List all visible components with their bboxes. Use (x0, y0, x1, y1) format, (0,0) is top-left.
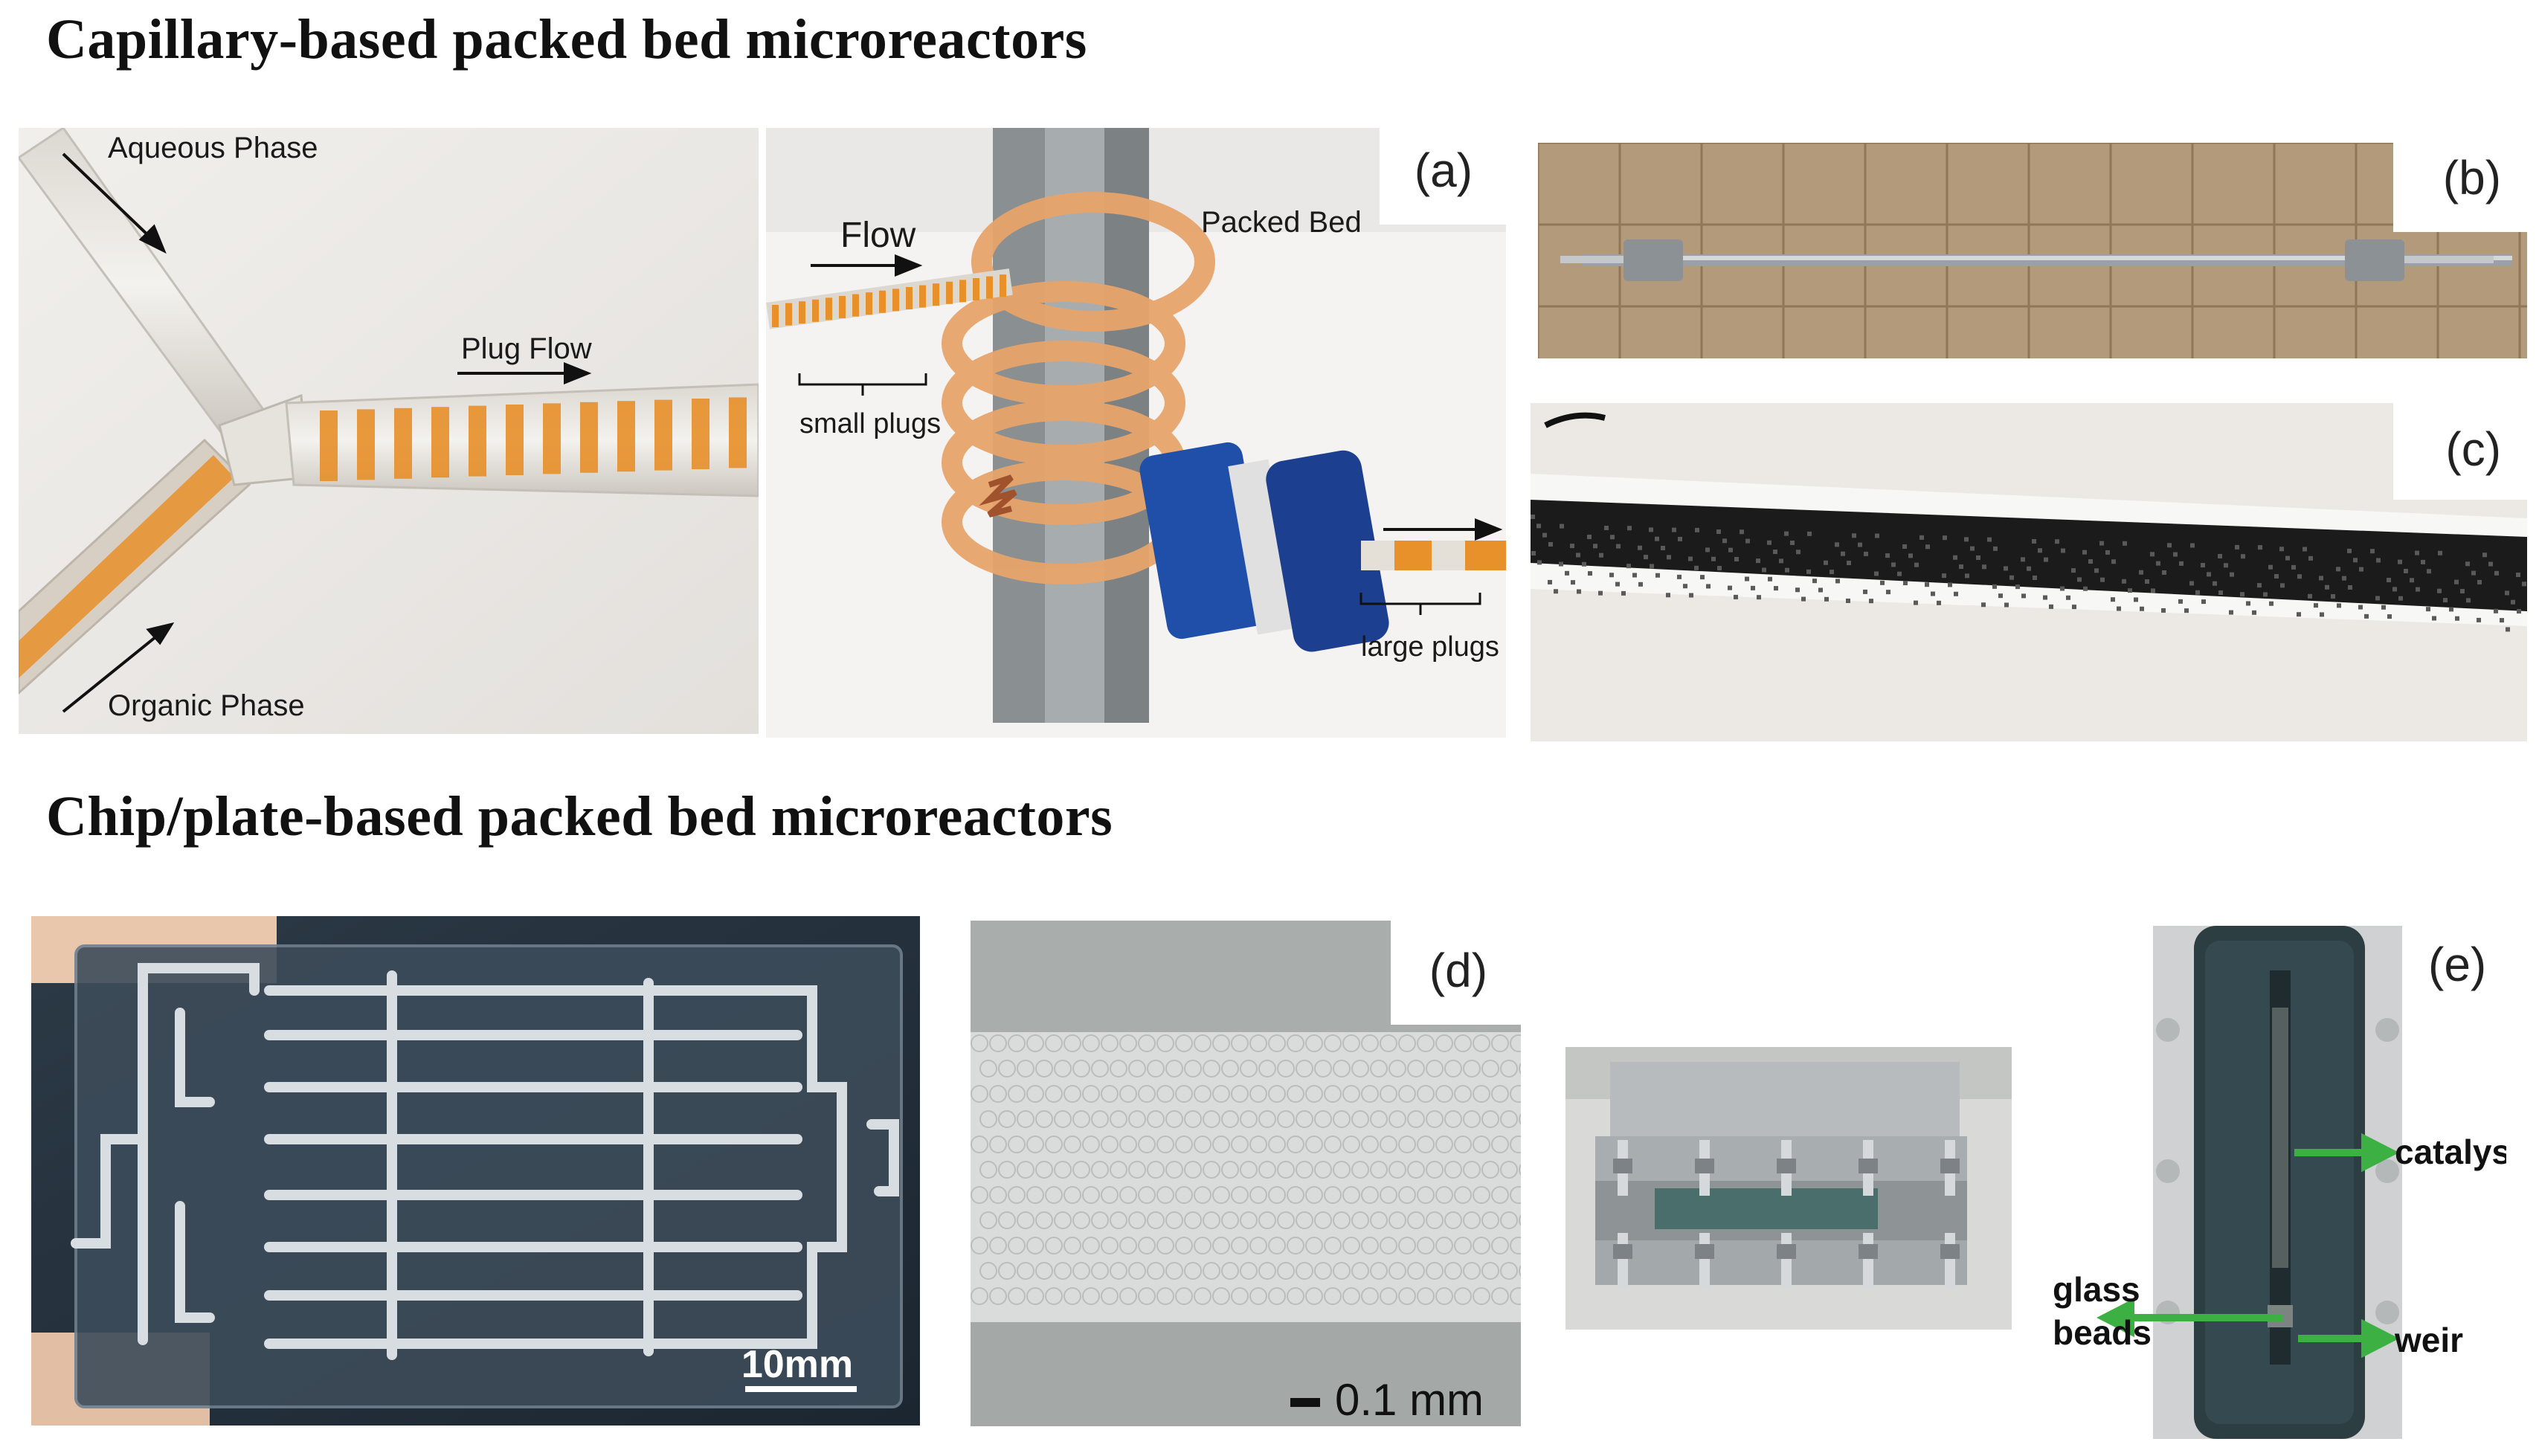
packed-bed-label: Packed Bed (1201, 206, 1362, 239)
organic-phase-label: Organic Phase (108, 689, 305, 722)
heading-capillary: Capillary-based packed bed microreactors (46, 8, 1087, 71)
column-chip-photo (2153, 926, 2402, 1439)
plate-reactor-photo (1565, 1047, 2012, 1330)
heading-chip: Chip/plate-based packed bed microreactor… (46, 785, 1113, 848)
bead-channel-micrograph: (d) 0.1 mm (971, 921, 1521, 1426)
bead-scale-label: 0.1 mm (1335, 1375, 1484, 1425)
large-plugs-label: large plugs (1361, 631, 1499, 663)
panel-e-annotations: catalyst weir glass beads (2053, 1133, 2506, 1359)
y-junction-photo: Aqueous Phase Plug Flow Organic Phase (19, 128, 759, 734)
panel-c-letter: (c) (2445, 422, 2501, 476)
weir-label: weir (2394, 1321, 2463, 1359)
glass-label: glass (2053, 1270, 2140, 1309)
chip-scale-label: 10mm (741, 1343, 853, 1386)
aqueous-phase-label: Aqueous Phase (108, 132, 318, 164)
panel-b-letter: (b) (2442, 151, 2501, 204)
plug-flow-label: Plug Flow (461, 332, 592, 365)
flow-label: Flow (840, 216, 916, 255)
beads-label: beads (2053, 1313, 2152, 1352)
small-plugs-label: small plugs (799, 408, 941, 439)
panel-e-letter: (e) (2428, 938, 2487, 991)
panel-d-letter: (d) (1429, 944, 1487, 997)
glass-chip-photo: 10mm (31, 916, 920, 1426)
panel-a-letter: (a) (1414, 144, 1473, 197)
steel-tube-photo: (b) (1538, 143, 2527, 358)
packed-bed-coil-photo: Flow Packed Bed small plugs large plugs … (766, 128, 1506, 738)
packed-capillary-micrograph: (c) (1531, 403, 2527, 741)
catalyst-label: catalyst (2395, 1133, 2506, 1171)
